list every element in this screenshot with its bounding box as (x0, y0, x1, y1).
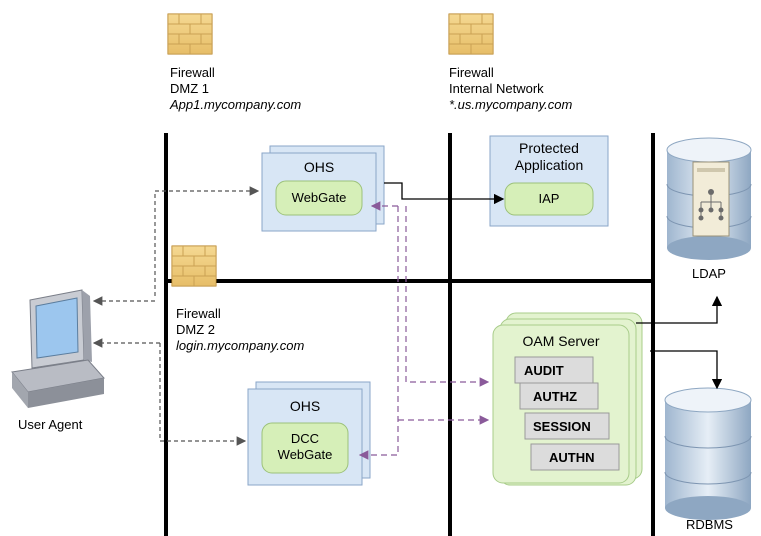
ohs-top-box (261, 145, 385, 232)
protected-app-title-line1: Protected (519, 140, 579, 156)
network-boundaries (164, 133, 655, 536)
oam-server-box (492, 312, 643, 486)
firewall-dmz1-domain: App1.mycompany.com (170, 97, 302, 112)
firewall-icon (171, 245, 217, 287)
oam-module-audit: AUDIT (524, 363, 564, 378)
oam-module-authz: AUTHZ (533, 389, 578, 404)
firewall-dmz1-line1: Firewall (170, 65, 215, 80)
oam-server-title: OAM Server (522, 333, 600, 349)
rdbms-database-icon (664, 387, 752, 520)
dcc-webgate-module: DCC WebGate (262, 431, 348, 463)
firewall-dmz2-line2: DMZ 2 (176, 322, 215, 337)
ldap-database-icon (666, 137, 752, 260)
firewall-icon (167, 13, 213, 55)
firewall-internal-line2: Internal Network (449, 81, 544, 96)
protected-app-title: Protected Application (490, 140, 608, 174)
firewall-icon (448, 13, 494, 55)
ohs-top-title: OHS (303, 159, 335, 175)
webgate-module: WebGate (291, 190, 347, 205)
firewall-internal-label: Firewall Internal Network *.us.mycompany… (449, 65, 572, 113)
firewall-internal-domain: *.us.mycompany.com (449, 97, 573, 112)
rdbms-label: RDBMS (686, 517, 733, 532)
connector-lines (384, 182, 723, 390)
ohs-bottom-title: OHS (289, 398, 321, 414)
oam-protocol-flows (358, 201, 490, 460)
user-agent-label: User Agent (18, 417, 83, 432)
ohs-bottom-box (247, 381, 371, 486)
dcc-webgate-line1: DCC (290, 431, 320, 446)
firewall-dmz1-line2: DMZ 1 (170, 81, 209, 96)
firewall-dmz2-domain: login.mycompany.com (176, 338, 305, 353)
user-agent-computer-icon (11, 289, 105, 408)
protected-app-box (489, 135, 609, 227)
protected-app-title-line2: Application (514, 157, 584, 173)
dcc-webgate-line2: WebGate (277, 447, 333, 462)
oam-module-authn: AUTHN (549, 450, 595, 465)
firewall-internal-line1: Firewall (449, 65, 494, 80)
firewall-dmz2-line1: Firewall (176, 306, 221, 321)
user-agent-flows (92, 186, 260, 446)
firewall-dmz1-label: Firewall DMZ 1 App1.mycompany.com (170, 65, 301, 113)
oam-module-session: SESSION (533, 419, 591, 434)
iap-module: IAP (538, 191, 560, 206)
ldap-label: LDAP (692, 266, 726, 281)
firewall-dmz2-label: Firewall DMZ 2 login.mycompany.com (176, 306, 304, 354)
